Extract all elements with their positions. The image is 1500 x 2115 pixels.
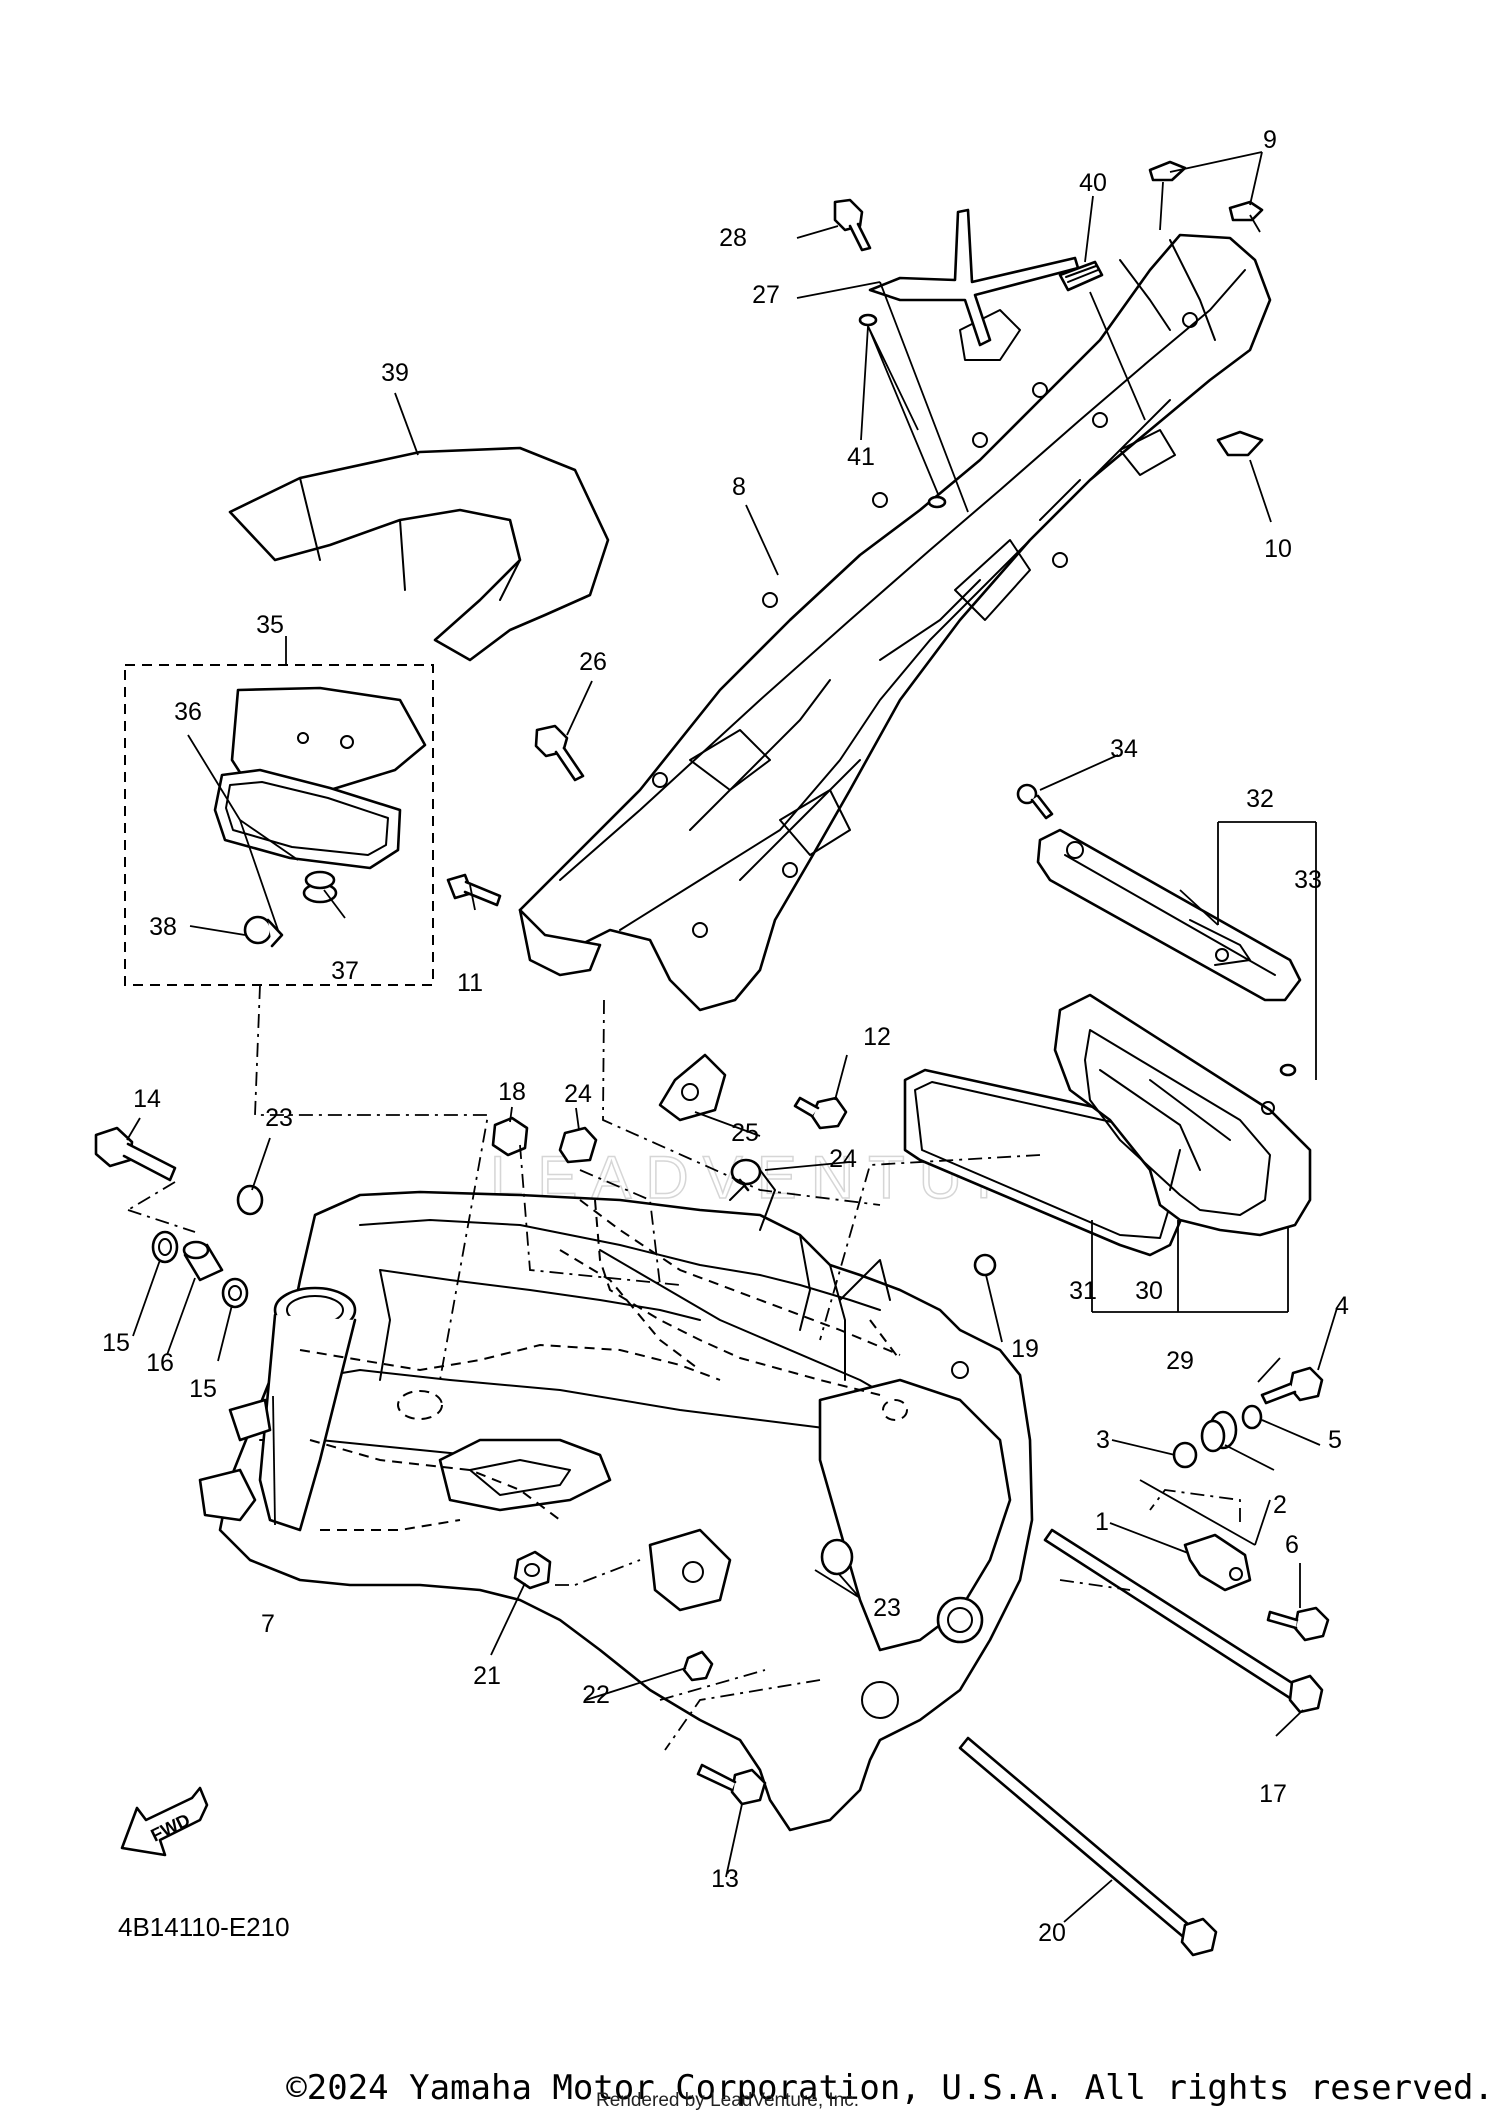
callout-14: 14 (133, 1085, 161, 1113)
part-32-33-strap (1036, 828, 1302, 1077)
callout-27: 27 (752, 281, 780, 309)
callout-26: 26 (579, 648, 607, 676)
callout-4: 4 (1335, 1292, 1349, 1320)
part-24-plug-a (558, 1126, 598, 1164)
callout-24a: 24 (564, 1080, 592, 1108)
callout-18: 18 (498, 1078, 526, 1106)
part-15-collar-a (151, 1230, 179, 1264)
part-15-collar-b (221, 1277, 249, 1309)
part-1-bracket (1183, 1533, 1252, 1592)
part-22-bolt (682, 1650, 714, 1682)
part-37-grommet (302, 870, 338, 904)
callout-9: 9 (1263, 126, 1277, 154)
part-23-plug-b (820, 1538, 854, 1576)
callout-10: 10 (1264, 535, 1292, 563)
part-2-damper (1200, 1410, 1238, 1453)
callout-6: 6 (1285, 1531, 1299, 1559)
callout-17: 17 (1259, 1780, 1287, 1808)
part-6-bolt (1266, 1606, 1330, 1642)
diagram-code: 4B14110-E210 (118, 1912, 290, 1942)
callout-28: 28 (719, 224, 747, 252)
callout-30: 30 (1135, 1277, 1163, 1305)
part-18-nut (491, 1116, 529, 1157)
part-21-nut (513, 1550, 552, 1590)
callout-25: 25 (731, 1119, 759, 1147)
part-10-pad (1216, 430, 1264, 457)
part-23-plug-a (236, 1184, 264, 1216)
part-7-main-frame (198, 1169, 1034, 1832)
part-11-bolt (446, 873, 502, 907)
callout-22: 22 (582, 1681, 610, 1709)
callout-labels: 1 2 3 4 5 6 7 8 9 10 11 12 13 14 15 15 1… (102, 126, 1349, 1947)
part-40-label (1058, 260, 1104, 292)
part-9-pads (1148, 160, 1264, 222)
callout-16: 16 (146, 1349, 174, 1377)
callout-12: 12 (863, 1023, 891, 1051)
part-20-axle (958, 1736, 1218, 1957)
callout-32: 32 (1246, 785, 1274, 813)
callout-11: 11 (457, 969, 483, 997)
callout-36: 36 (174, 698, 202, 726)
rendered-by-notice: Rendered by LeadVenture, Inc. (596, 2090, 860, 2111)
callout-39: 39 (381, 359, 409, 387)
callout-34: 34 (1110, 735, 1138, 763)
callout-7: 7 (261, 1610, 275, 1638)
part-36-cap (230, 686, 427, 792)
part-28-bolt (833, 198, 872, 252)
alignment-lines (127, 984, 1241, 1751)
callout-21: 21 (473, 1662, 501, 1690)
callout-33: 33 (1294, 866, 1322, 894)
part-27-plate (868, 208, 1080, 347)
kit-35-box (124, 664, 434, 986)
callout-35: 35 (256, 611, 284, 639)
part-38-clip (243, 915, 284, 948)
part-12-bolt (793, 1096, 848, 1130)
part-34-screw (1016, 783, 1054, 820)
fwd-arrow-icon: FWD (120, 1786, 209, 1857)
callout-8: 8 (732, 473, 746, 501)
callout-1: 1 (1095, 1508, 1109, 1536)
callout-2: 2 (1273, 1491, 1287, 1519)
part-14-bolt (94, 1126, 177, 1182)
callout-13: 13 (711, 1865, 739, 1893)
part-19-bolt (973, 1253, 997, 1277)
part-26-bolt (534, 724, 585, 782)
callout-24b: 24 (829, 1145, 857, 1173)
part-3-washer (1172, 1441, 1198, 1469)
callout-37: 37 (331, 957, 359, 985)
callout-3: 3 (1096, 1426, 1110, 1454)
callout-31: 31 (1069, 1277, 1097, 1305)
part-13-bolt (696, 1763, 767, 1806)
hidden-outlines (299, 1199, 908, 1531)
callout-20: 20 (1038, 1919, 1066, 1947)
part-36-seal (213, 768, 402, 870)
callout-19: 19 (1011, 1335, 1039, 1363)
part-17-axle (1043, 1528, 1324, 1714)
part-8-rear-frame (518, 233, 1272, 1122)
callout-15b: 15 (189, 1375, 217, 1403)
leader-lines (126, 151, 1338, 1923)
callout-5: 5 (1328, 1426, 1342, 1454)
callout-29: 29 (1166, 1347, 1194, 1375)
callout-23b: 23 (873, 1594, 901, 1622)
callout-40: 40 (1079, 169, 1107, 197)
callout-23a: 23 (265, 1104, 293, 1132)
part-29-30-box (1053, 993, 1312, 1237)
part-39-cover (228, 446, 610, 662)
part-5-washer (1241, 1404, 1263, 1430)
part-4-bolt (1260, 1366, 1324, 1405)
callout-38: 38 (149, 913, 177, 941)
part-41-bushings (858, 313, 947, 509)
callout-41: 41 (847, 443, 875, 471)
copyright-notice: ©2024 Yamaha Motor Corporation, U.S.A. A… (286, 2068, 1494, 2108)
callout-15a: 15 (102, 1329, 130, 1357)
part-16-spacer (182, 1240, 224, 1282)
